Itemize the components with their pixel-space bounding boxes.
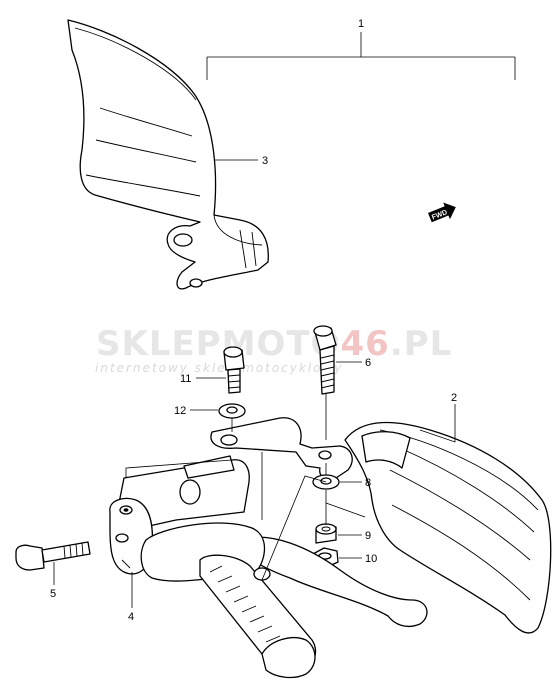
mounting-bracket [210, 417, 353, 481]
collar-9 [315, 523, 337, 544]
bolt-5 [15, 541, 91, 571]
clutch-lever [239, 536, 428, 628]
handlebar-grip [140, 522, 317, 679]
callout-10: 10 [365, 553, 377, 565]
arrow-right-icon [428, 202, 456, 223]
bolt-6 [313, 325, 337, 395]
callout-12: 12 [174, 405, 186, 417]
bolt-11 [223, 346, 245, 394]
callout-11: 11 [180, 373, 191, 385]
hand-guard-upper [67, 19, 269, 290]
hand-guard-lower [344, 421, 552, 634]
callout-6: 6 [365, 357, 371, 369]
leader-lines [53, 159, 456, 608]
callout-1: 1 [358, 18, 364, 30]
callouts: 1 2 3 4 5 6 8 9 10 11 12 [50, 18, 457, 623]
lever-holder [109, 455, 250, 575]
fwd-badge: FWD [428, 202, 456, 223]
callout-2: 2 [451, 392, 457, 404]
assembly-bracket-1 [206, 32, 516, 80]
watermark-tagline: internetowy sklep motocyklowy [95, 361, 343, 375]
callout-9: 9 [365, 530, 371, 542]
callout-4: 4 [128, 611, 134, 623]
callout-5: 5 [50, 588, 56, 600]
callout-8: 8 [365, 477, 371, 489]
callout-3: 3 [262, 155, 268, 167]
watermark: SKLEPMOTO46.PL internetowy sklep motocyk… [95, 324, 452, 375]
washer-12 [218, 403, 246, 419]
watermark-brand: SKLEPMOTO46.PL [96, 324, 452, 364]
